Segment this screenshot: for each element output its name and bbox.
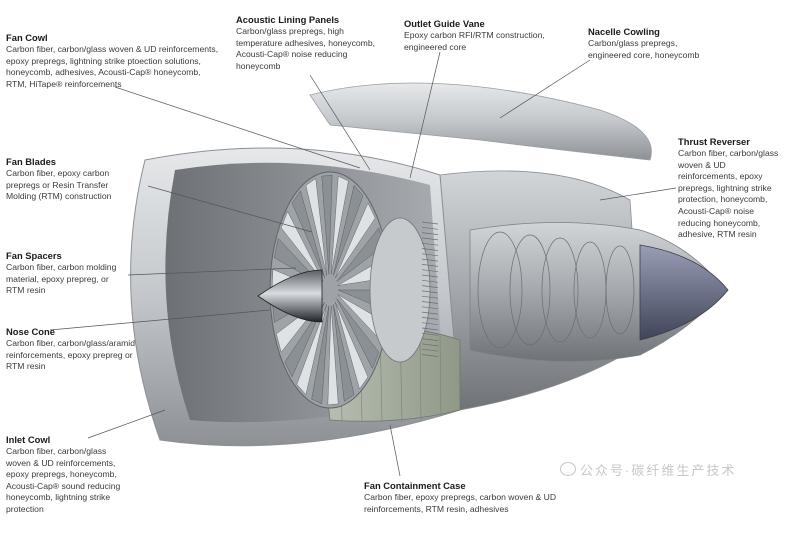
callout-nacelle-cowling: Nacelle Cowling Carbon/glass prepregs, e… [588, 26, 718, 61]
fan-blade [327, 305, 339, 406]
callout-description: Carbon fiber, carbon/glass woven & UD re… [6, 446, 121, 514]
fan-blade [311, 305, 330, 405]
guide-vane [421, 311, 439, 315]
fan-blade [330, 175, 349, 275]
guide-vane [421, 248, 439, 251]
callout-description: Carbon fiber, carbon/glass woven & UD re… [6, 44, 219, 89]
callout-title: Inlet Cowl [6, 434, 51, 445]
guide-vane [421, 221, 439, 225]
guide-vane [421, 237, 439, 241]
fan-blade [335, 302, 369, 390]
guide-vane [421, 301, 439, 304]
callout-fan-containment-case: Fan Containment Case Carbon fiber, epoxy… [364, 480, 604, 515]
callout-description: Epoxy carbon RFI/RTM construction, engin… [404, 30, 545, 52]
callout-title: Thrust Reverser [678, 136, 750, 147]
fan-blade [296, 304, 327, 396]
callout-fan-spacers: Fan Spacers Carbon fiber, carbon molding… [6, 250, 146, 297]
guide-vane [421, 285, 439, 288]
callout-inlet-cowl: Inlet Cowl Carbon fiber, carbon/glass wo… [6, 434, 146, 516]
callout-title: Acoustic Lining Panels [236, 14, 340, 25]
callout-fan-blades: Fan Blades Carbon fiber, epoxy carbon pr… [6, 156, 146, 203]
callout-title: Nacelle Cowling [588, 26, 660, 37]
guide-vane [421, 232, 439, 235]
guide-vane [421, 242, 439, 246]
callout-description: Carbon fiber, carbon/glass/aramid reinfo… [6, 338, 135, 372]
core-rings [477, 231, 635, 349]
fan-hub-ring [369, 217, 431, 363]
guide-vane [421, 269, 439, 273]
fan-blade [291, 190, 325, 278]
fan-blade [280, 211, 324, 282]
fan-blade [333, 184, 364, 276]
callout-thrust-reverser: Thrust Reverser Carbon fiber, carbon/gla… [678, 136, 790, 241]
nacelle-cowling-shape [309, 82, 652, 161]
callout-title: Outlet Guide Vane [404, 18, 485, 29]
callout-fan-cowl: Fan Cowl Carbon fiber, carbon/glass wove… [6, 32, 226, 90]
fan-blade [336, 298, 380, 369]
nose-cone-shape [257, 269, 323, 323]
callout-description: Carbon fiber, carbon/glass woven & UD re… [678, 148, 779, 240]
callout-description: Carbon fiber, epoxy carbon prepregs or R… [6, 168, 112, 202]
guide-vane [421, 253, 439, 257]
callout-acoustic-lining-panels: Acoustic Lining Panels Carbon/glass prep… [236, 14, 386, 72]
callout-nose-cone: Nose Cone Carbon fiber, carbon/glass/ara… [6, 326, 166, 373]
callout-title: Fan Blades [6, 156, 57, 167]
guide-vane [421, 322, 439, 326]
guide-vane [421, 295, 439, 299]
guide-vane [421, 332, 439, 336]
tail-cone-shape [639, 244, 729, 341]
guide-vane [421, 279, 439, 283]
guide-vane [421, 274, 439, 278]
callout-title: Fan Cowl [6, 32, 48, 43]
wechat-icon [560, 462, 576, 476]
fan-blade [333, 304, 355, 402]
guide-vane [421, 327, 439, 331]
guide-vane [421, 348, 439, 352]
leader-lines [49, 51, 677, 477]
callout-outlet-guide-vane: Outlet Guide Vane Epoxy carbon RFI/RTM c… [404, 18, 554, 53]
guide-vane [421, 338, 439, 341]
guide-vane [421, 343, 439, 347]
fan-blade [335, 202, 376, 279]
guide-vane [421, 226, 439, 230]
callout-description: Carbon/glass prepregs, high temperature … [236, 26, 376, 71]
guide-vane [421, 354, 439, 357]
callout-description: Carbon fiber, epoxy prepregs, carbon wov… [364, 492, 557, 514]
guide-vane [421, 264, 439, 267]
fan-blade [321, 174, 333, 275]
guide-vane [421, 258, 439, 262]
guide-vane [421, 290, 439, 294]
watermark-text: 公众号·碳纤维生产技术 [580, 463, 737, 478]
guide-vane [421, 317, 439, 320]
callout-title: Fan Spacers [6, 250, 62, 261]
callout-description: Carbon fiber, carbon molding material, e… [6, 262, 117, 296]
callout-title: Nose Cone [6, 326, 55, 337]
outlet-guide-vanes [421, 221, 439, 357]
callout-title: Fan Containment Case [364, 480, 466, 491]
watermark: 公众号·碳纤维生产技术 [560, 460, 736, 479]
guide-vane [421, 306, 439, 310]
fan-blade [305, 178, 327, 276]
callout-description: Carbon/glass prepregs, engineered core, … [588, 38, 700, 60]
